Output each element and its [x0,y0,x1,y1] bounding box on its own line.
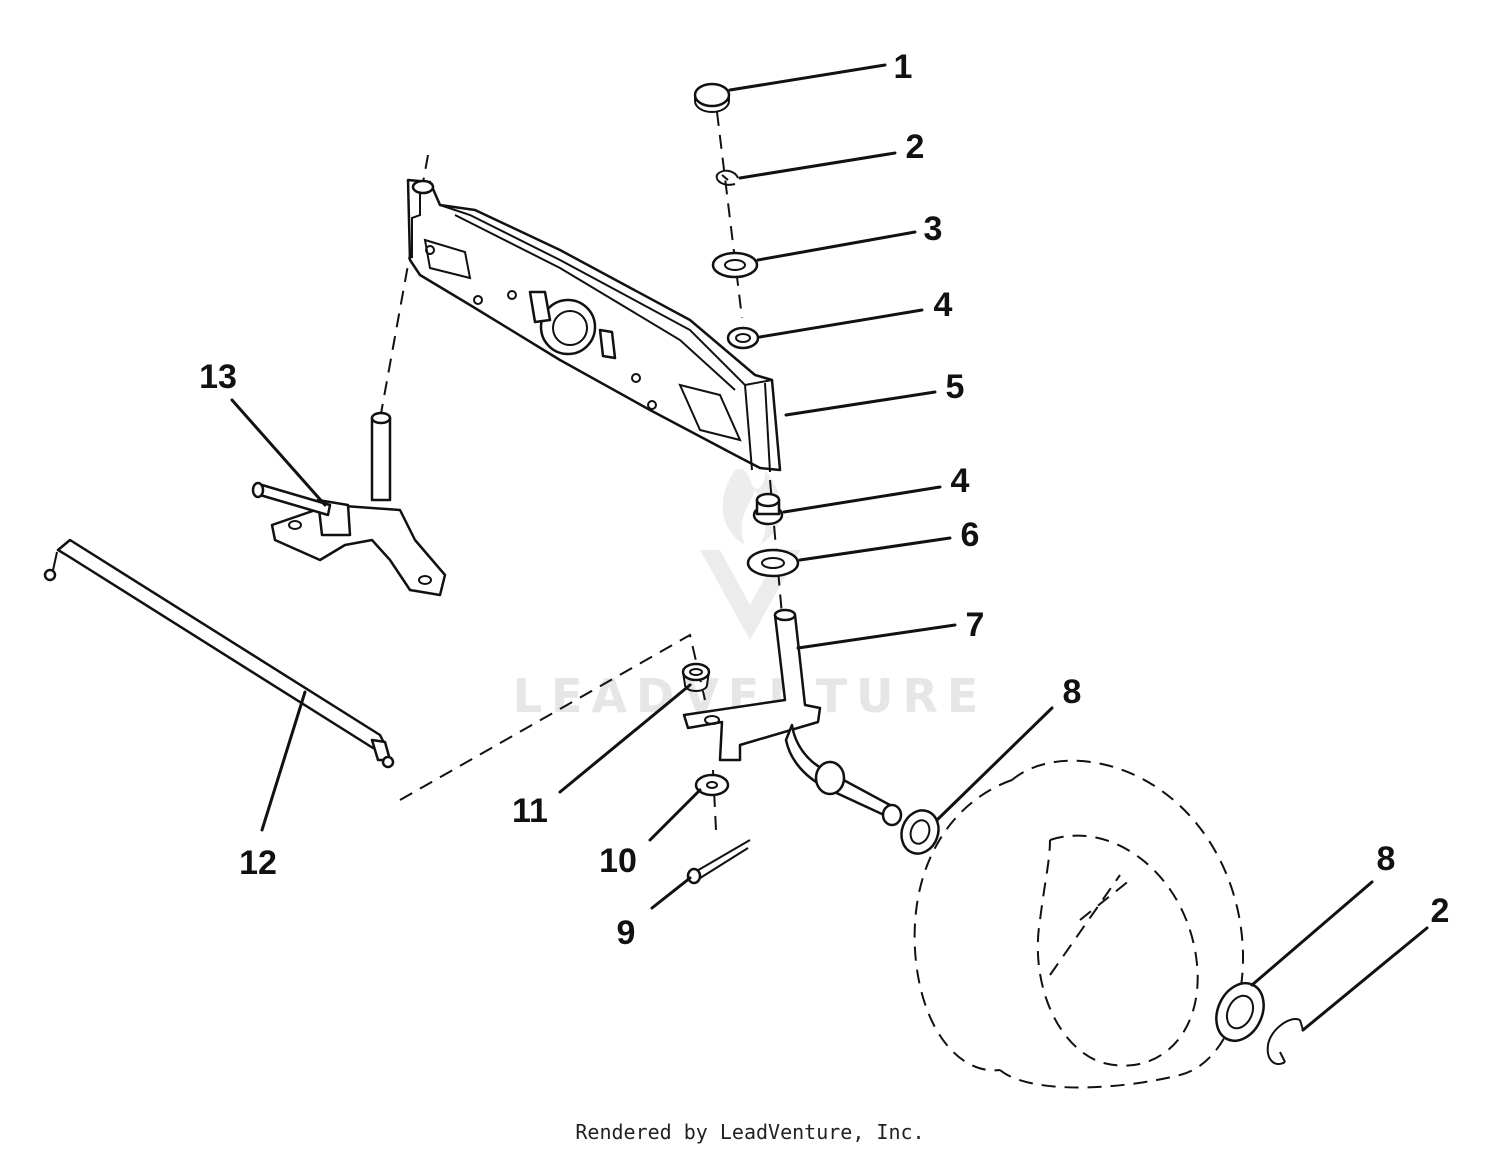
leader-7 [796,623,957,650]
part-washer-wheel-outer [1215,982,1265,1042]
callout-9: 9 [617,914,636,952]
leader-2-top [738,151,897,180]
leader-8-rear [1250,880,1374,987]
callout-4-top: 4 [934,286,953,324]
part-cap [693,82,731,113]
leader-5 [784,390,937,417]
leader-4-bottom [782,485,942,514]
callout-7: 7 [966,606,985,644]
footer-credit: Rendered by LeadVenture, Inc. [575,1120,925,1144]
leader-4-top [758,308,924,339]
callout-12: 12 [239,844,277,882]
part-washer-large [711,251,759,279]
leader-2-rear [1301,926,1429,1032]
part-washer-wheel-inner [900,809,940,855]
leader-1 [728,63,887,92]
axle-centerline-upper [716,111,743,319]
leader-9 [650,876,692,910]
part-washer-medium [746,548,800,578]
part-bushing-top [726,326,760,350]
leader-11 [558,683,692,794]
callout-13: 13 [199,358,237,396]
part-bushing-small [681,662,711,692]
callout-2-top: 2 [906,128,925,166]
callout-5: 5 [946,368,965,406]
wheel-outline [913,759,1245,1089]
part-washer-small [694,773,730,797]
callout-2-rear: 2 [1431,892,1450,930]
part-front-axle [406,178,782,473]
part-retaining-ring-rear [1266,1018,1304,1065]
leader-6 [798,536,952,562]
callout-10: 10 [599,842,637,880]
callout-8-rear: 8 [1377,840,1396,878]
watermark: LEADVENTURE [513,469,978,723]
leader-8-front [935,706,1054,822]
callout-8-front: 8 [1063,673,1082,711]
part-retaining-ring-top [715,169,739,186]
callout-6: 6 [961,516,980,554]
leader-13 [230,398,327,507]
callout-11: 11 [512,792,548,830]
part-cotter-pin [686,839,751,885]
leader-12 [260,690,307,832]
leader-3 [756,230,917,262]
part-bushing-bottom [752,492,784,526]
leader-10 [648,788,702,842]
part-drag-link [43,538,395,769]
callout-3: 3 [924,210,943,248]
callout-1: 1 [894,48,913,86]
part-spindle-right [682,608,903,827]
part-spindle-left [251,411,447,597]
callout-4-bottom: 4 [951,462,970,500]
